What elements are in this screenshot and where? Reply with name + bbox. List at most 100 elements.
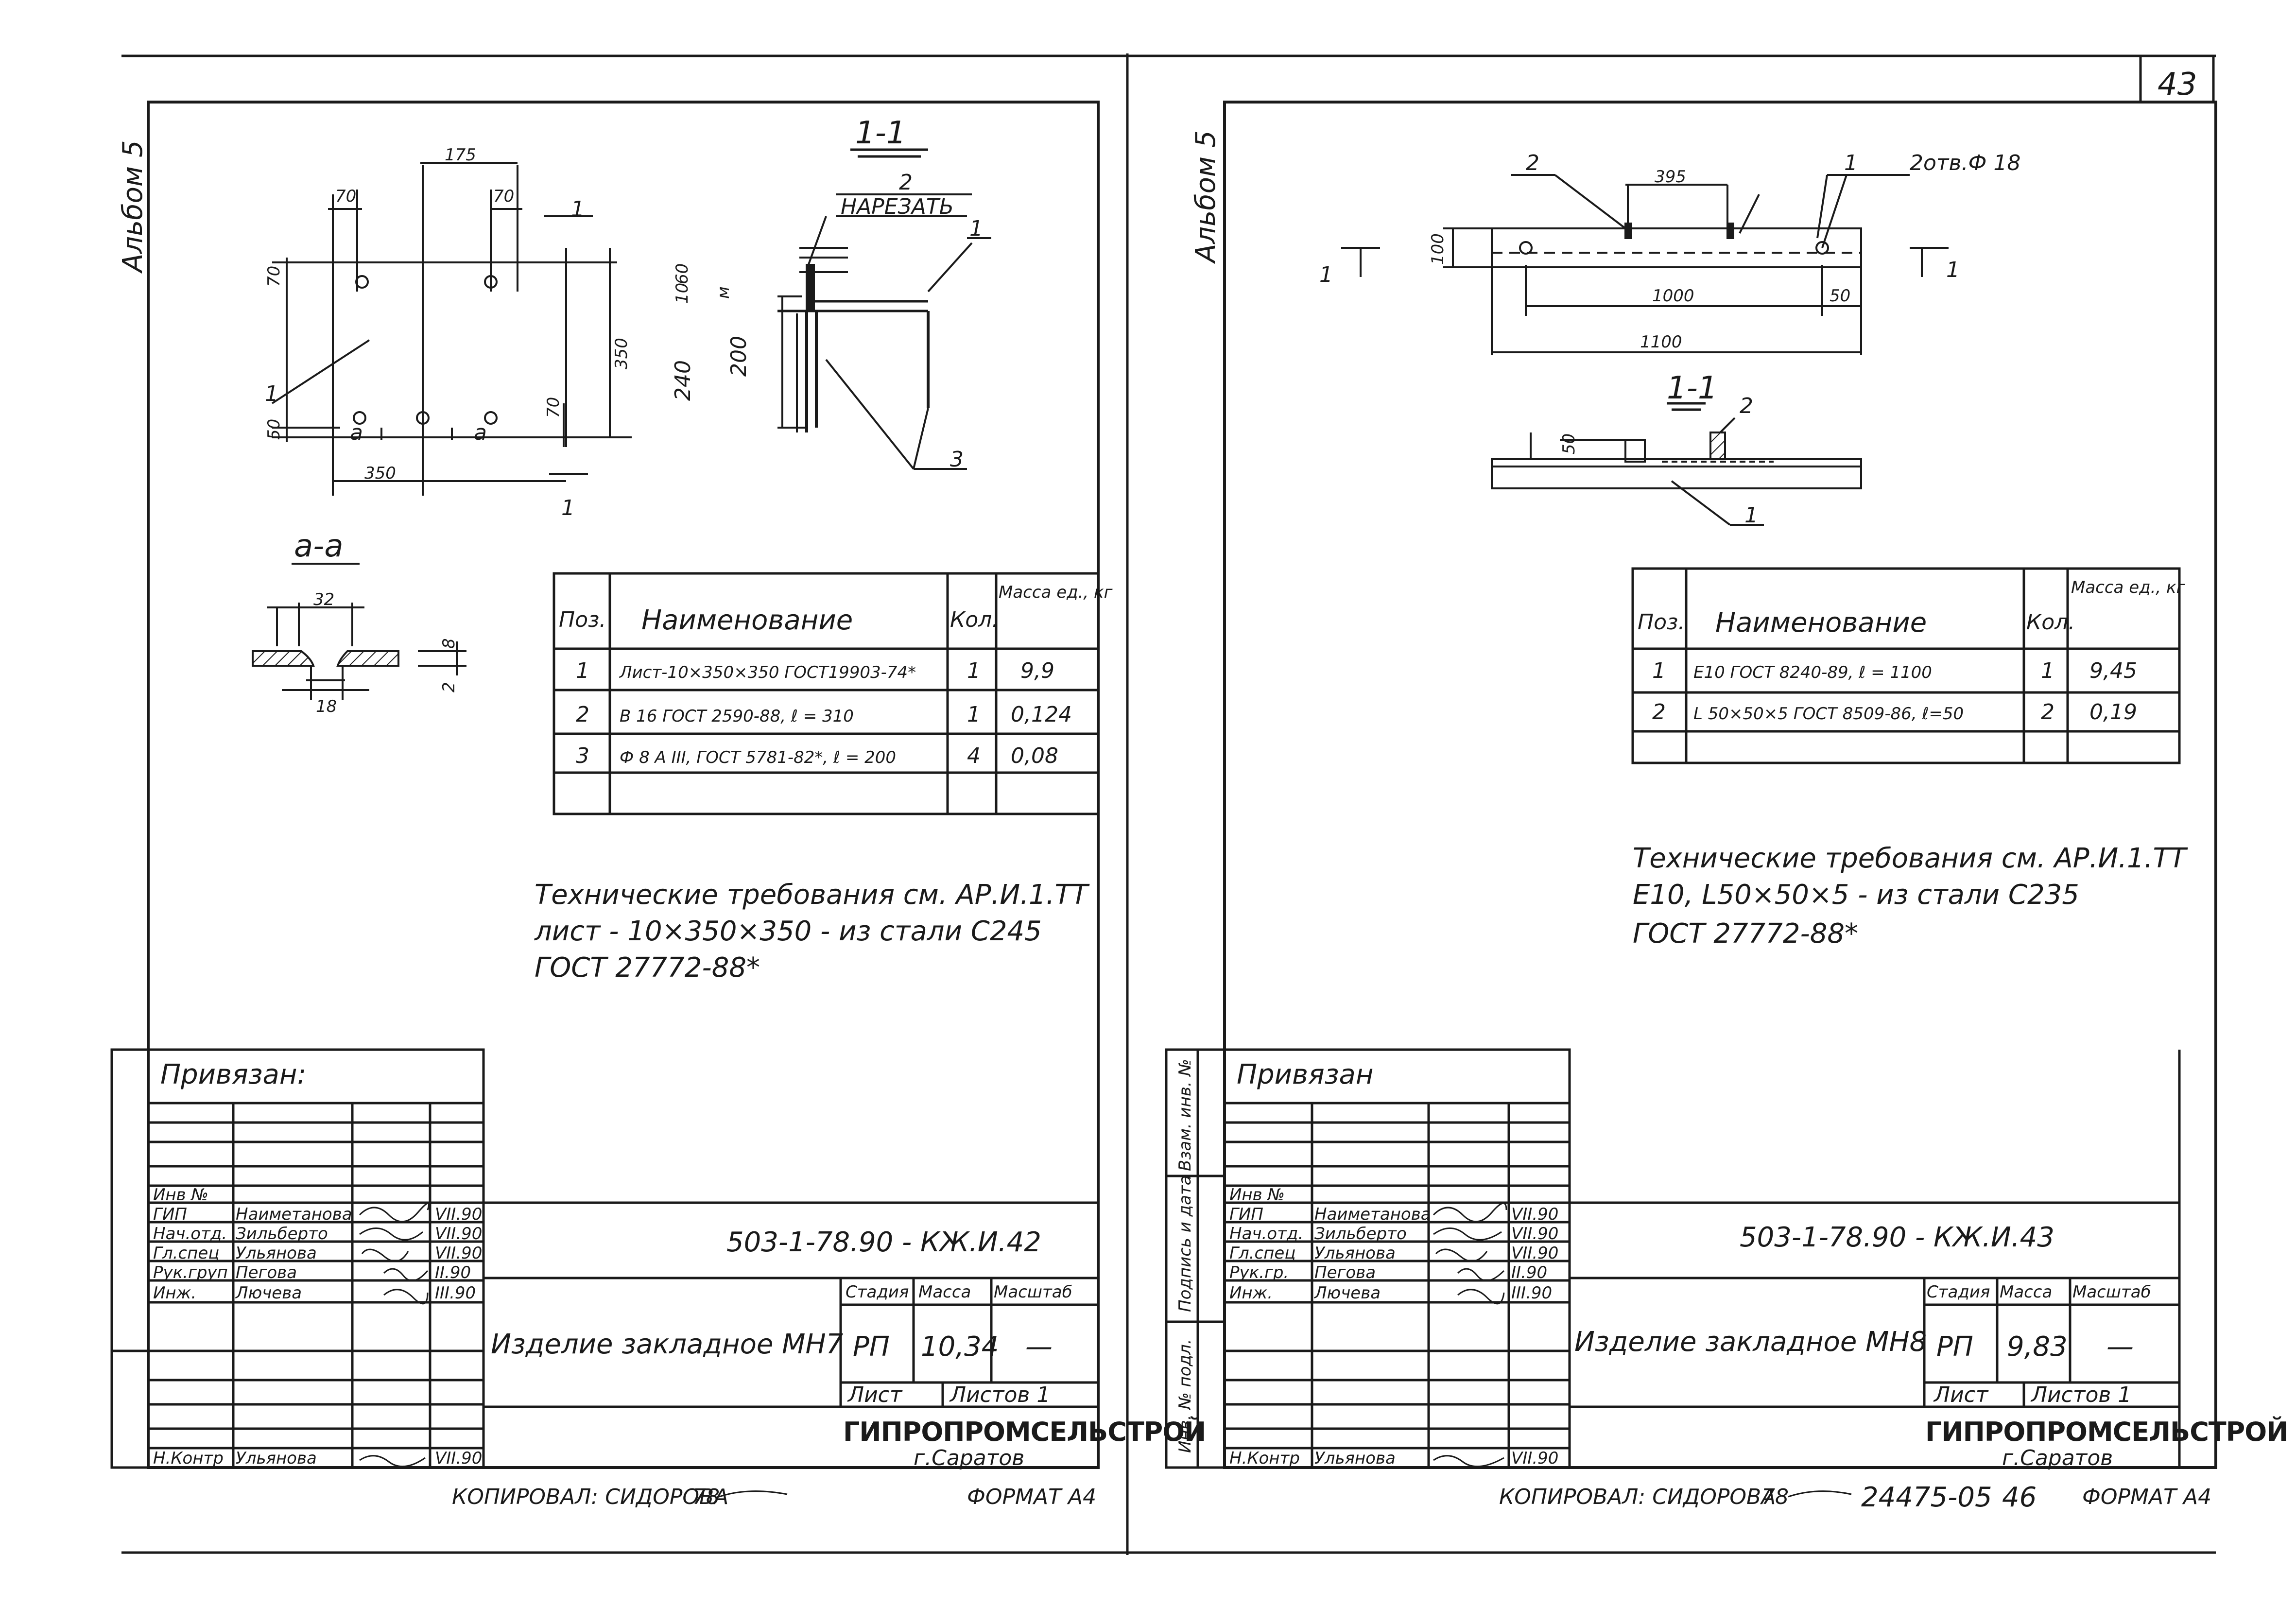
right-dim-50: 50 <box>1830 286 1850 306</box>
left-signatures <box>359 1202 430 1468</box>
right-stage: РП <box>1936 1331 1973 1363</box>
left-section-labels: 1-1 2 НАРЕЗАТЬ 1 3 10 60 м 240 200 <box>671 115 983 472</box>
right-staff-role-5: Н.Контр <box>1229 1449 1300 1468</box>
spec-row1-qty: 1 <box>967 658 981 683</box>
spec-header-mass: Масса ед., кг <box>999 583 1113 602</box>
r-spec-header-name: Наименование <box>1715 607 1927 639</box>
right-staff-date-0: VII.90 <box>1511 1205 1558 1224</box>
left-format-label: ФОРМАТ А4 <box>967 1485 1096 1509</box>
right-staff-date-2: VII.90 <box>1511 1244 1558 1263</box>
left-copier-signature <box>719 1490 788 1498</box>
right-mass-header: Масса <box>2000 1282 2052 1302</box>
right-scale: — <box>2106 1331 2134 1363</box>
dim-70-right-vertical: 70 <box>544 397 563 418</box>
leader-3-section: 3 <box>950 447 964 472</box>
spec-header-qty: Кол. <box>950 607 999 632</box>
right-doc-code: 503-1-78.90 - КЖ.И.43 <box>1740 1222 2054 1253</box>
left-spec-text: Поз. Наименование Кол. Масса ед., кг 1 Л… <box>559 583 1113 768</box>
right-section-title: 1-1 <box>1667 370 1718 406</box>
spec-row2-qty: 1 <box>967 702 981 727</box>
right-mass: 9,83 <box>2007 1331 2068 1363</box>
left-bound-label: Привязан: <box>160 1059 306 1090</box>
spec-header-name: Наименование <box>641 605 853 636</box>
right-plan-labels: 2 395 1 2отв.Ф 18 100 1000 50 1100 1 1 <box>1319 151 2020 352</box>
left-staff-date-3: II.90 <box>435 1263 471 1282</box>
left-title-block <box>110 1048 1098 1469</box>
right-copied-by: КОПИРОВАЛ: СИДОРОВА <box>1499 1485 1776 1509</box>
side-label-signature: Подпись и дата <box>1175 1175 1195 1312</box>
archive-number: 24475-05 <box>1861 1482 1992 1513</box>
left-staff-role-0: ГИП <box>153 1205 187 1224</box>
weld-a-left: а <box>350 420 363 445</box>
right-side-stamp <box>1165 1048 1226 1469</box>
leader-2-section: 2 <box>899 170 913 195</box>
left-copier-mark: 78 <box>692 1485 720 1509</box>
sec-dim-10: 10 <box>673 283 692 304</box>
right-note-1: Технические требования см. АР.И.1.ТТ <box>1633 843 2188 874</box>
right-note-3: ГОСТ 27772-88* <box>1633 918 1858 950</box>
right-signatures <box>1433 1202 1507 1468</box>
left-staff-date-1: VII.90 <box>435 1224 482 1244</box>
page-number: 43 <box>2158 67 2197 103</box>
right-sheet-label: Лист <box>1933 1382 1989 1407</box>
left-note-2: лист - 10×350×350 - из стали С245 <box>534 916 1042 947</box>
weld-a-right: а <box>474 420 487 445</box>
sec-dim-200: 200 <box>726 336 751 377</box>
right-plan-view <box>1341 174 1949 355</box>
right-note-2: Е10, L50×50×5 - из стали С235 <box>1633 879 2079 911</box>
spec-row3-qty: 4 <box>967 743 981 768</box>
archive-sheet: 46 <box>2002 1482 2037 1513</box>
spec-row1-pos: 1 <box>576 658 589 683</box>
spec-row1-mass: 9,9 <box>1020 658 1054 683</box>
left-copied-by: КОПИРОВАЛ: СИДОРОВА <box>452 1485 728 1509</box>
dim-175: 175 <box>445 145 476 165</box>
right-side-stamp-text: Взам. инв. № Подпись и дата Инв. № подл. <box>1175 1059 1195 1453</box>
left-section-title: 1-1 <box>855 115 906 151</box>
left-sheet: Альбом 5 <box>110 101 1206 1509</box>
right-staff-date-3: II.90 <box>1511 1263 1547 1282</box>
left-staff-name-4: Лючева <box>235 1283 302 1303</box>
right-dim-1100: 1100 <box>1640 332 1682 352</box>
right-section-leader-1: 1 <box>1744 503 1758 528</box>
left-sheets-label: Листов 1 <box>949 1382 1050 1407</box>
right-item-name: Изделие закладное МН8 <box>1574 1326 1927 1358</box>
left-album-label: Альбом 5 <box>117 140 149 274</box>
left-staff-date-0: VII.90 <box>435 1205 482 1224</box>
spec-row3-pos: 3 <box>576 743 589 768</box>
right-dim-395: 395 <box>1655 167 1686 187</box>
detail-dim-18: 18 <box>316 697 337 716</box>
left-staff-date-4: III.90 <box>435 1283 476 1303</box>
left-spec-table <box>552 572 1100 815</box>
left-detail-view <box>252 563 466 700</box>
detail-dim-32: 32 <box>313 590 334 609</box>
left-org: ГИПРОПРОМСЕЛЬСТРОЙ <box>843 1417 1206 1447</box>
right-dim-100: 100 <box>1428 233 1448 265</box>
note-cut: НАРЕЗАТЬ <box>841 194 954 219</box>
sec-dim-240: 240 <box>671 360 695 401</box>
left-scale: — <box>1025 1331 1053 1363</box>
right-staff-role-3: Рук.гр. <box>1229 1263 1289 1282</box>
leader-1-section: 1 <box>969 216 983 241</box>
right-staff-role-1: Нач.отд. <box>1229 1224 1303 1244</box>
right-org: ГИПРОПРОМСЕЛЬСТРОЙ <box>1925 1417 2288 1447</box>
detail-dim-8: 8 <box>439 638 459 649</box>
left-stage-header: Стадия <box>846 1282 909 1302</box>
sec-dim-60: 60 <box>673 263 692 284</box>
left-staff-role-4: Инж. <box>153 1283 196 1303</box>
right-cut-marker-right: 1 <box>1946 258 1960 282</box>
right-copier-signature <box>1788 1490 1852 1498</box>
left-staff-name-5: Ульянова <box>236 1449 317 1468</box>
spec-row2-name: В 16 ГОСТ 2590-88, ℓ = 310 <box>620 707 854 726</box>
right-staff-name-5: Ульянова <box>1314 1449 1396 1468</box>
left-city: г.Саратов <box>914 1446 1024 1470</box>
right-staff-date-5: VII.90 <box>1511 1449 1558 1468</box>
r-spec-row2-pos: 2 <box>1652 700 1666 725</box>
left-staff-role-5: Н.Контр <box>153 1449 224 1468</box>
left-mass-header: Масса <box>918 1282 971 1302</box>
spec-header-pos: Поз. <box>559 607 606 632</box>
right-section-leader-2: 2 <box>1740 394 1753 418</box>
dim-70-right: 70 <box>493 187 514 206</box>
right-leader-2: 2 <box>1526 151 1539 175</box>
r-spec-row1-name: Е10 ГОСТ 8240-89, ℓ = 1100 <box>1693 663 1932 682</box>
